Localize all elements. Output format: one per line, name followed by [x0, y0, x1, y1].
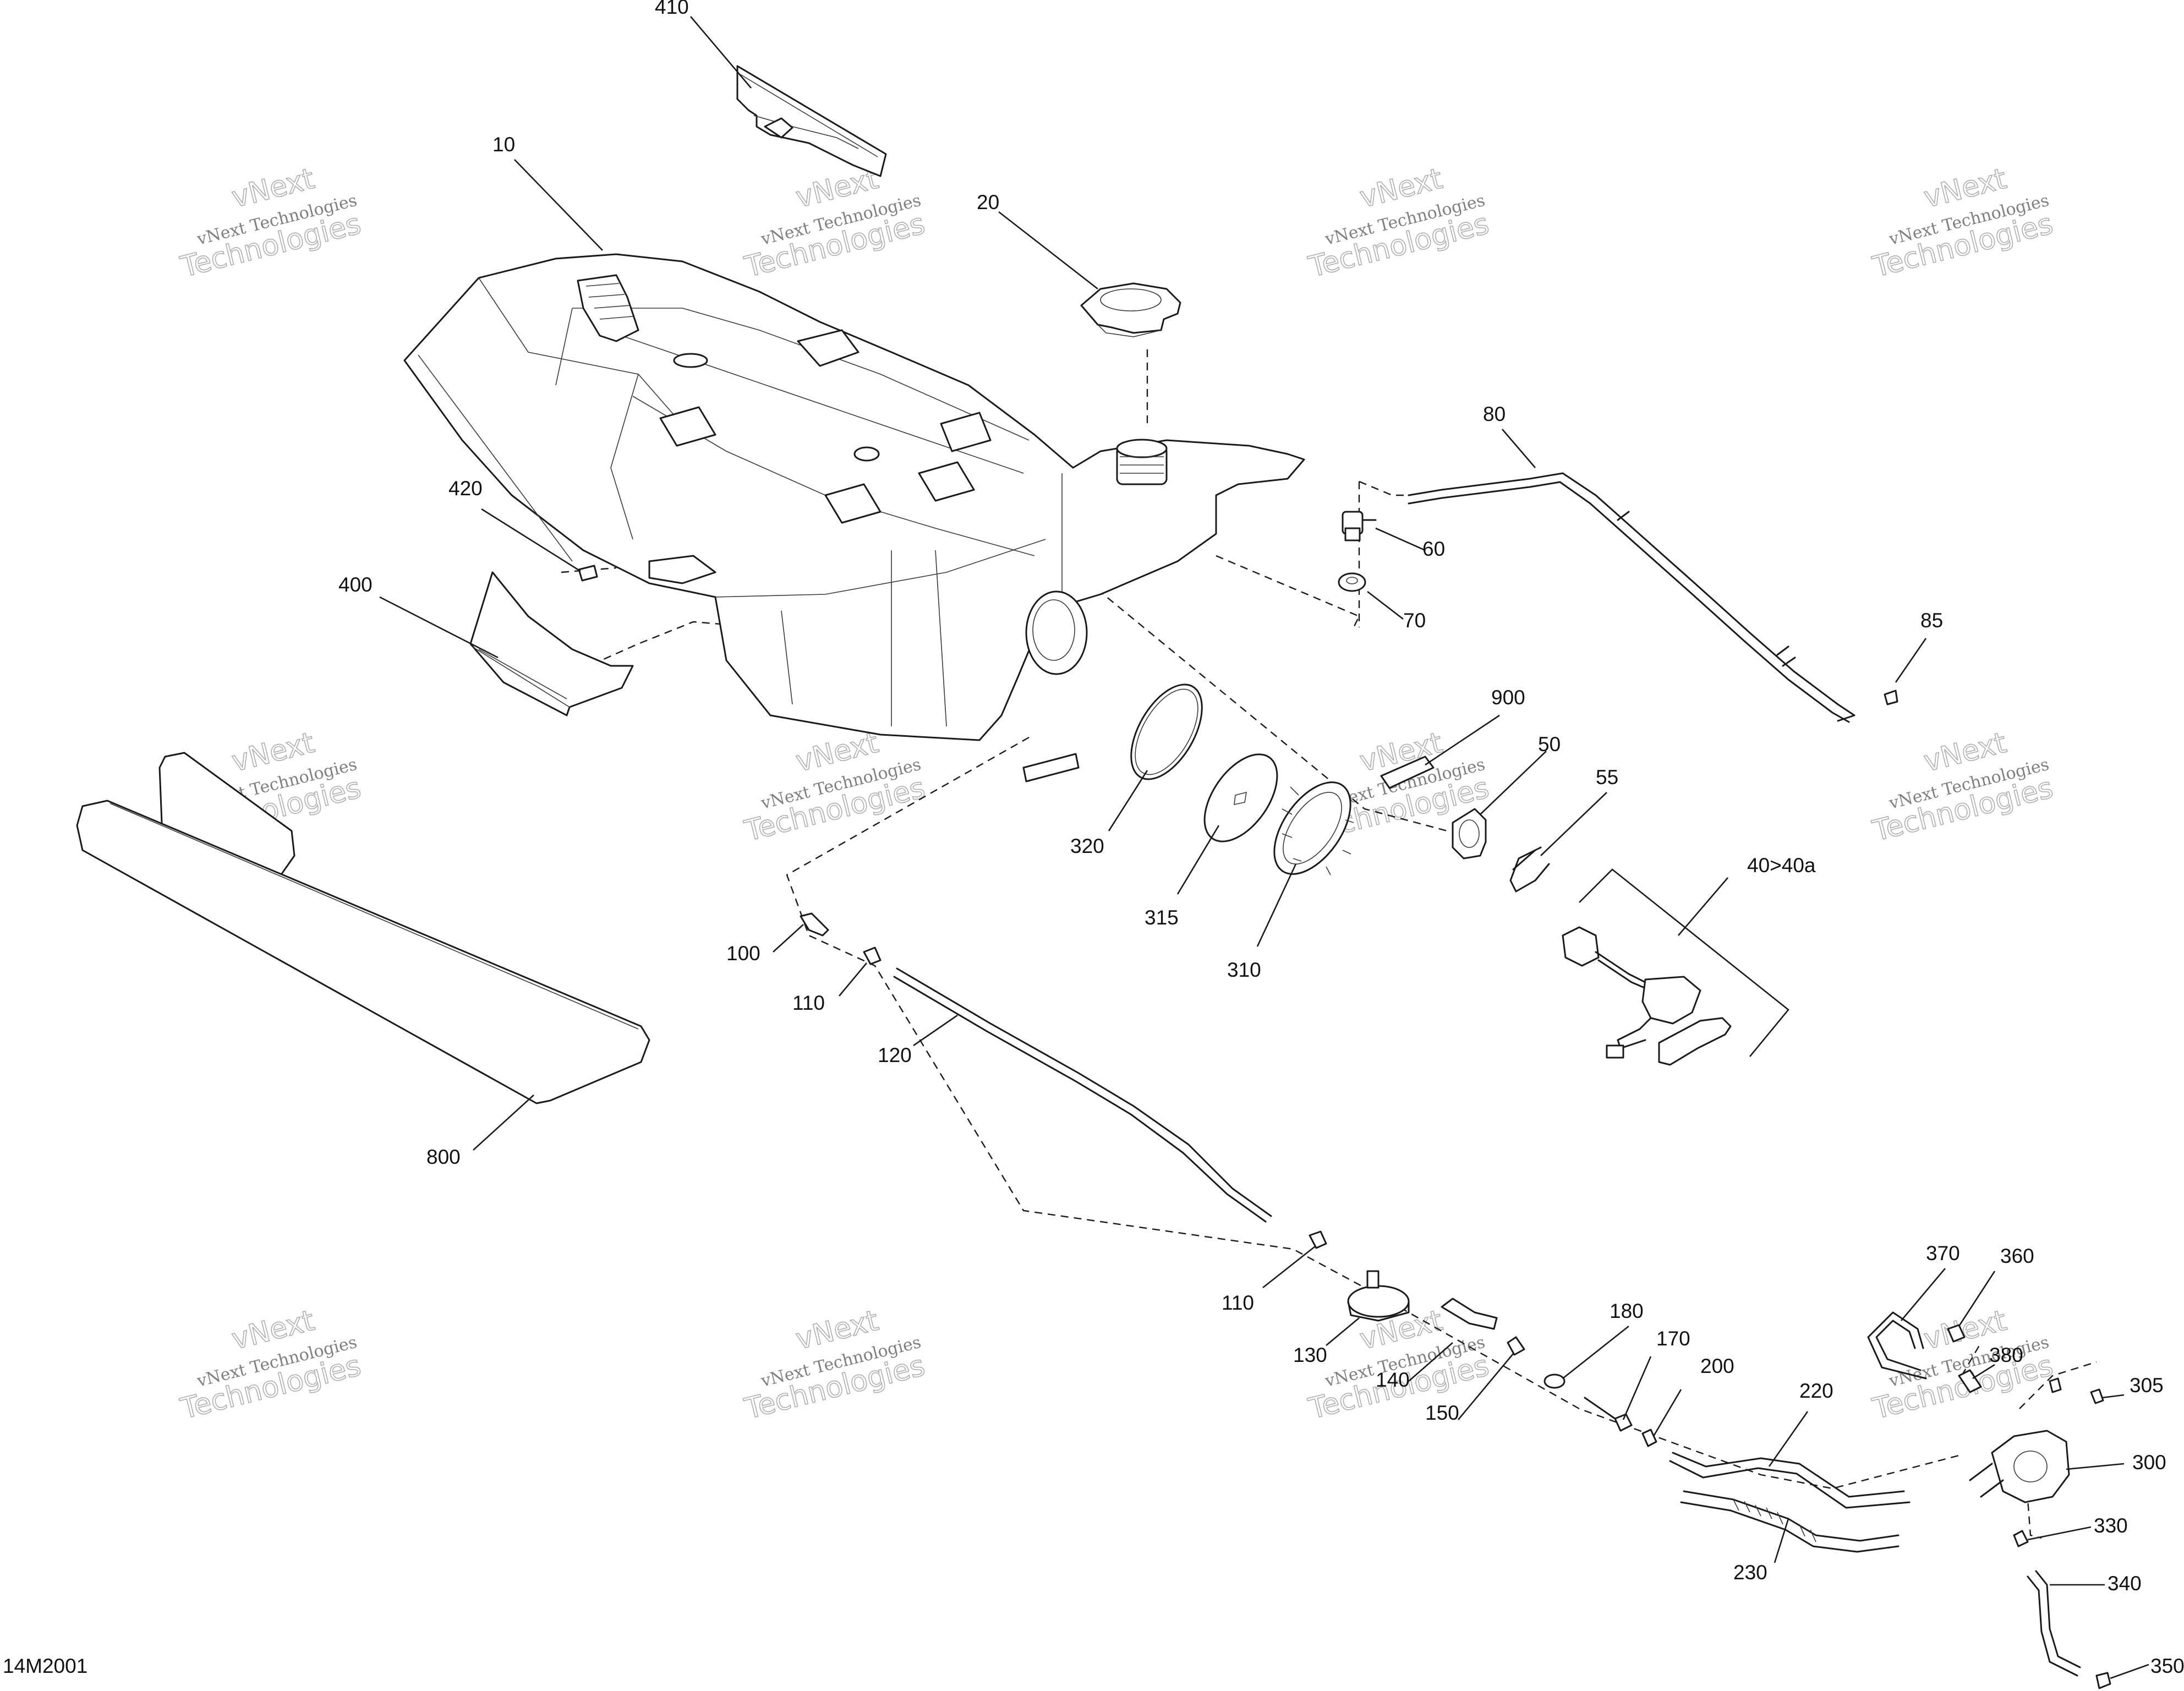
diagram-document-id: 14M2001: [3, 1655, 87, 1677]
part-300-fuel-valve: [1969, 1430, 2070, 1503]
part-80-vent-hose: [1408, 472, 1855, 723]
part-130-fuel-filter: [1347, 1270, 1410, 1322]
part-180-washer: [1543, 1373, 1566, 1389]
part-50-fuel-pump-flange: [1452, 808, 1487, 860]
callout-140: 140: [1376, 1369, 1410, 1391]
callout-220: 220: [1799, 1380, 1833, 1402]
watermark: vNext vNext Technologies Technologies: [741, 162, 928, 284]
part-400-shield: [469, 571, 634, 716]
callout-310: 310: [1227, 959, 1261, 981]
callout-55: 55: [1596, 766, 1618, 789]
callout-10: 10: [492, 133, 515, 156]
part-900-foam-pad: [1380, 756, 1435, 789]
part-40-fuel-pump-module: [1562, 926, 1732, 1066]
watermark: vNext vNext Technologies Technologies: [1305, 162, 1492, 284]
part-340-hose: [2027, 1570, 2081, 1677]
callout-80: 80: [1483, 403, 1506, 425]
callout-800: 800: [426, 1146, 461, 1168]
leader-lines: [379, 16, 2149, 1679]
part-40-bracket: [1579, 868, 1789, 1057]
part-10-fuel-tank: [403, 253, 1305, 741]
part-70-grommet: [1338, 572, 1366, 592]
callout-50: 50: [1538, 733, 1561, 756]
part-800-decal: [76, 752, 650, 1104]
callout-180: 180: [1610, 1300, 1644, 1322]
part-140-elbow: [1441, 1298, 1498, 1330]
callout-200: 200: [1700, 1355, 1734, 1377]
callout-170: 170: [1656, 1327, 1690, 1350]
callout-340: 340: [2108, 1572, 2142, 1595]
callout-20: 20: [977, 191, 999, 214]
callout-900: 900: [1491, 686, 1525, 709]
callout-120: 120: [878, 1044, 912, 1066]
callout-70: 70: [1403, 609, 1426, 632]
part-150-clamp: [1507, 1336, 1525, 1356]
part-305-screw: [2049, 1377, 2062, 1393]
callout-230: 230: [1733, 1561, 1767, 1584]
callout-60: 60: [1422, 538, 1445, 560]
part-420-clip: [578, 565, 598, 582]
callout-labels: 410 10 20 80 60 70 85 420 400 900 50 55 …: [338, 0, 2184, 1677]
callout-40-40a: 40>40a: [1747, 854, 1816, 877]
callout-110-upper: 110: [792, 992, 825, 1014]
callout-420: 420: [448, 477, 483, 500]
part-330-clamp: [2013, 1530, 2029, 1547]
watermark: vNext vNext Technologies Technologies: [1869, 726, 2056, 849]
part-380-fitting: [1958, 1369, 1982, 1393]
part-170-bolt: [1584, 1397, 1633, 1432]
part-110-clamp-upper: [863, 946, 882, 965]
part-315-retaining-plate: [1203, 753, 1278, 842]
callout-300: 300: [2132, 1451, 2166, 1474]
part-55-clamp: [1509, 846, 1550, 893]
callout-315: 315: [1145, 906, 1179, 929]
tank-mount-boss: [577, 274, 639, 342]
part-230-hose: [1680, 1490, 1900, 1553]
callout-380: 380: [1989, 1344, 2023, 1366]
callout-360: 360: [2000, 1245, 2034, 1267]
watermark: vNext vNext Technologies Technologies: [741, 726, 928, 849]
watermark: vNext vNext Technologies Technologies: [177, 162, 364, 284]
callout-85: 85: [1920, 609, 1943, 632]
callout-330: 330: [2094, 1514, 2128, 1537]
part-60-rollover-valve: [1342, 511, 1377, 541]
callout-320: 320: [1070, 835, 1104, 857]
part-350-clamp: [2095, 1672, 2111, 1689]
part-320-o-ring: [1130, 683, 1203, 780]
callout-110-lower: 110: [1222, 1291, 1254, 1314]
part-360-clamp: [1947, 1324, 1966, 1343]
part-370-hose: [1867, 1311, 1927, 1380]
part-110-clamp-lower: [1309, 1230, 1327, 1249]
part-410-heat-shield: [736, 65, 887, 177]
watermark: vNext vNext Technologies Technologies: [1869, 1304, 2056, 1426]
callout-350: 350: [2150, 1655, 2184, 1677]
callout-100: 100: [726, 942, 760, 965]
watermark: vNext vNext Technologies Technologies: [741, 1304, 928, 1426]
part-120-fuel-line: [893, 967, 1272, 1223]
part-20-fuel-cap: [1080, 282, 1181, 337]
callout-400: 400: [338, 573, 373, 596]
watermark: vNext vNext Technologies Technologies: [177, 1304, 364, 1426]
callout-410: 410: [655, 0, 689, 18]
callout-150: 150: [1425, 1402, 1459, 1424]
callout-370: 370: [1926, 1242, 1960, 1265]
watermark: vNext vNext Technologies Technologies: [1869, 162, 2056, 284]
part-220-hose: [1669, 1452, 1911, 1509]
part-305-screw: [2090, 1388, 2104, 1404]
part-310-lock-ring: [1273, 781, 1354, 875]
part-200-clamp: [1641, 1429, 1657, 1447]
part-100-fitting: [800, 912, 829, 937]
callout-305: 305: [2130, 1374, 2164, 1397]
callout-130: 130: [1293, 1344, 1327, 1366]
pad-small: [1022, 753, 1080, 782]
part-85-hose-cap: [1884, 689, 1898, 705]
